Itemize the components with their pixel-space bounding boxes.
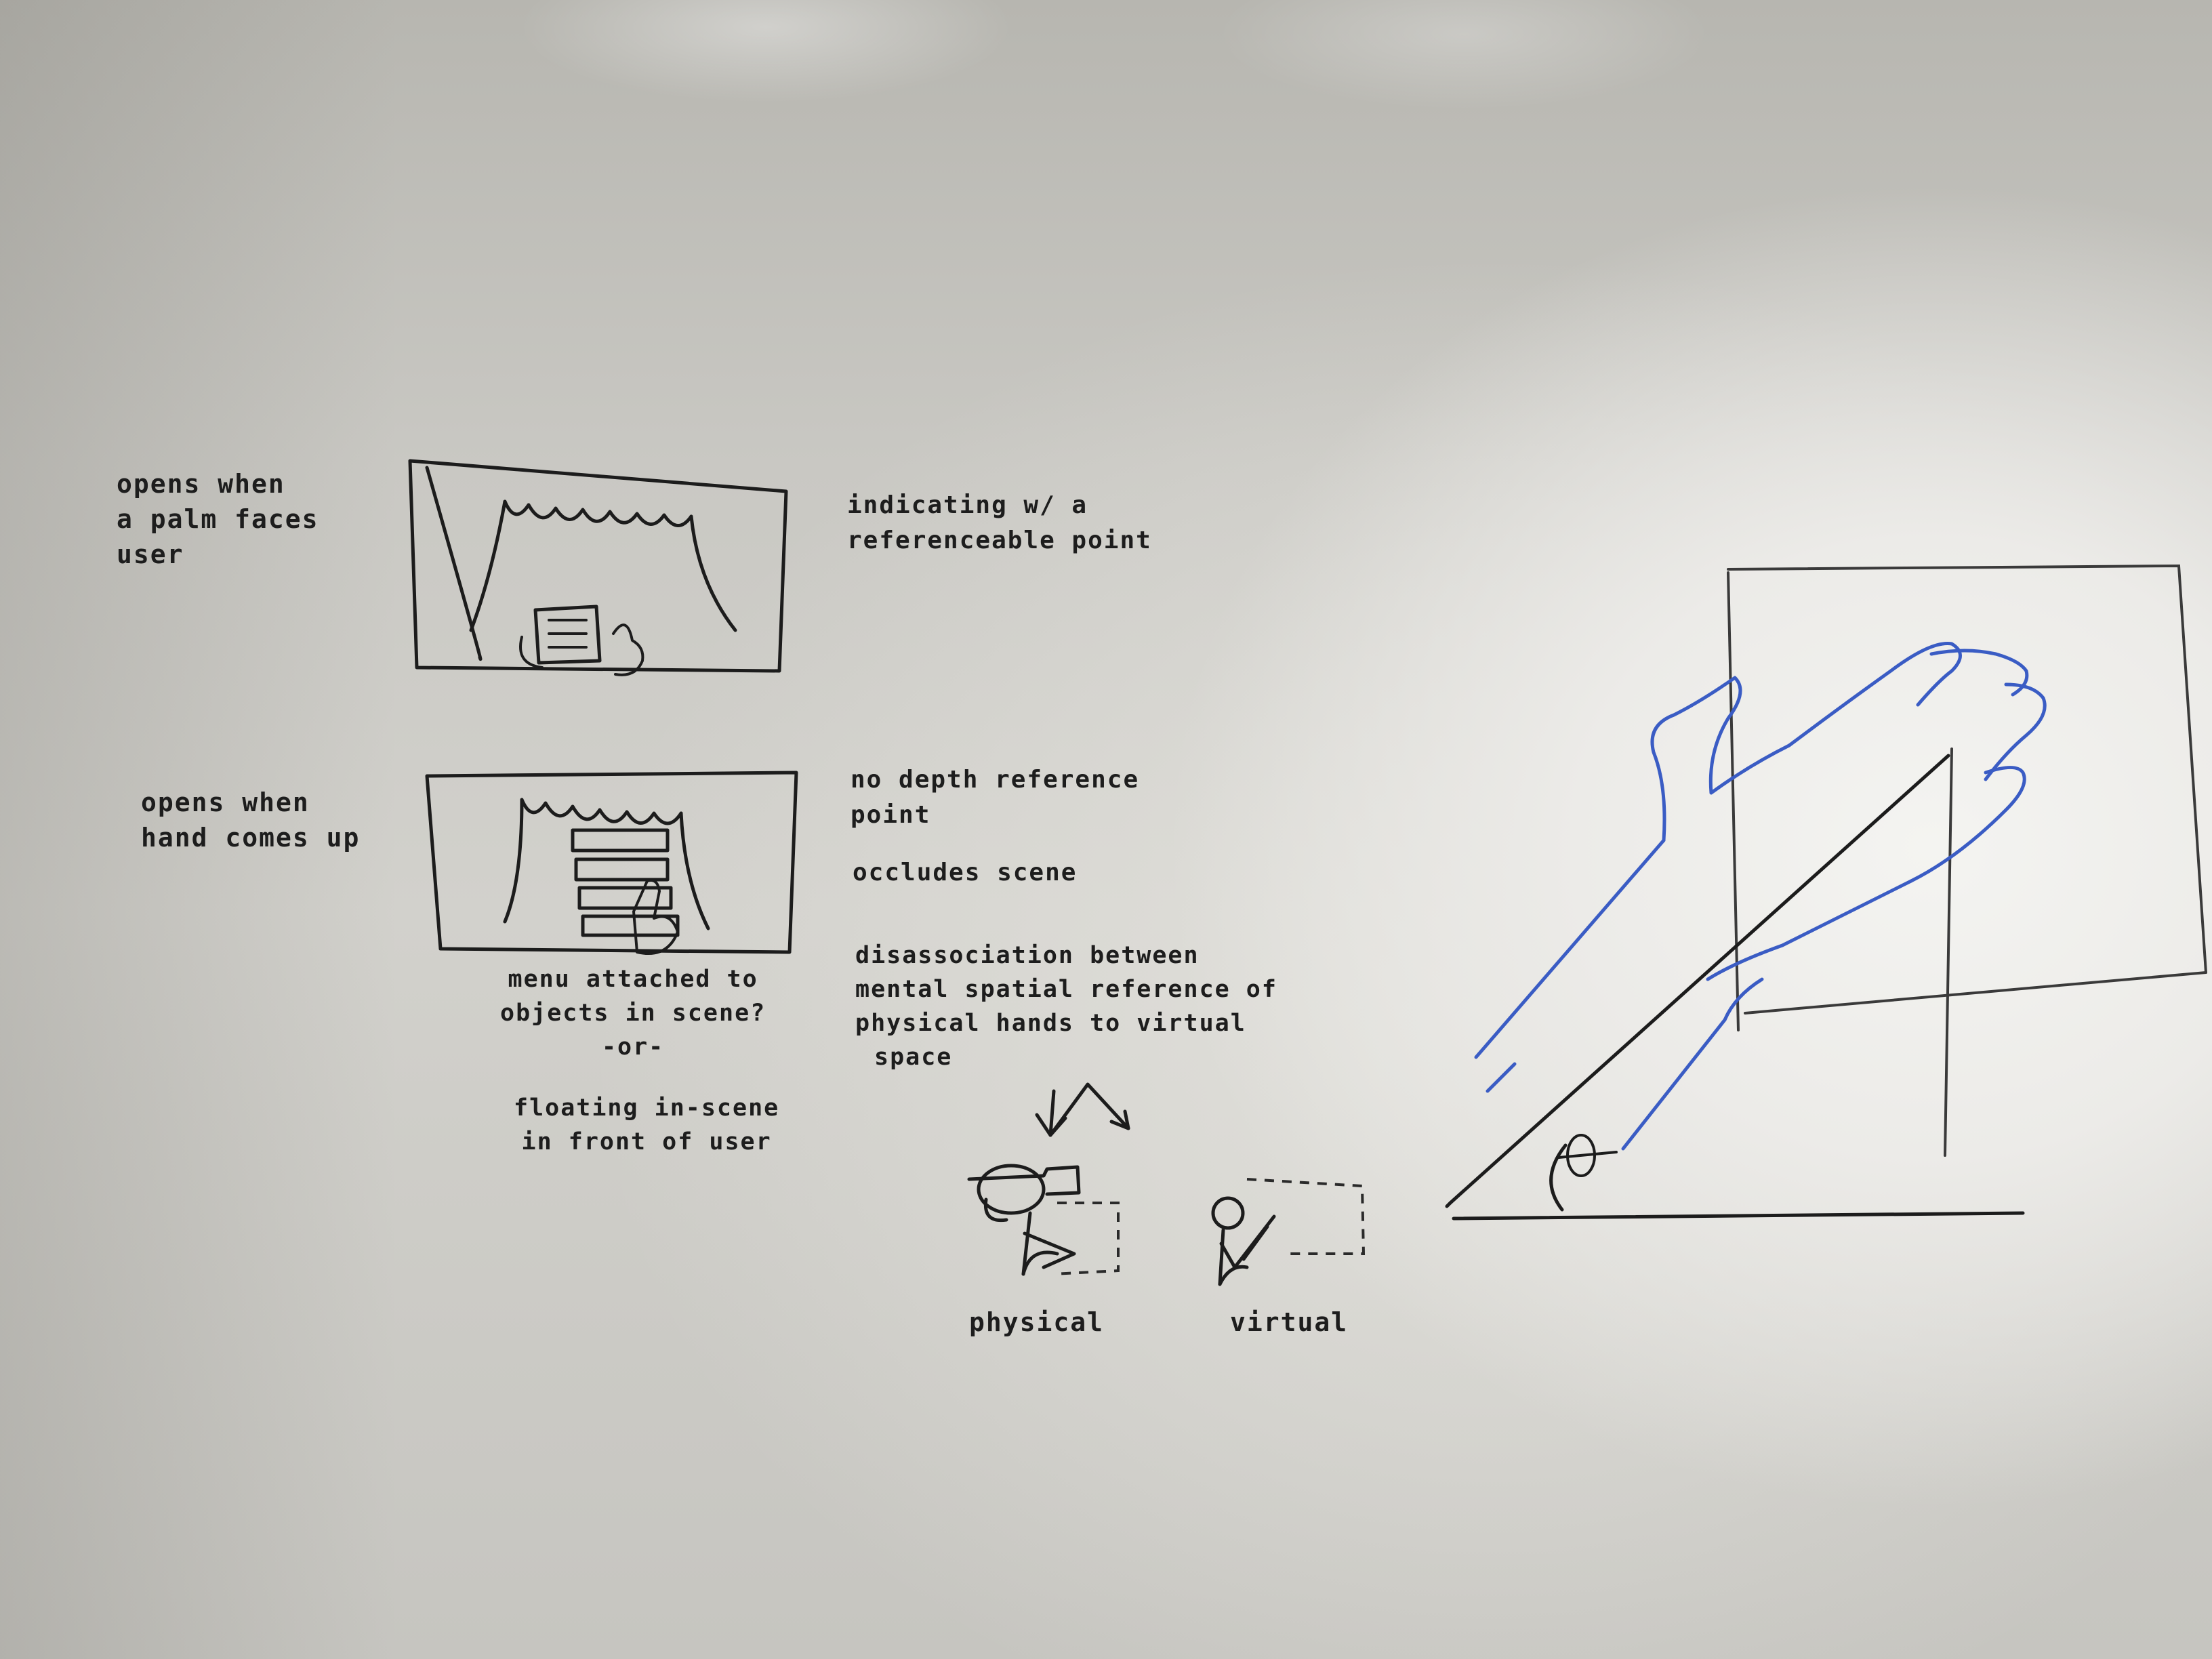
- note-line: opens when: [117, 469, 285, 499]
- note-line: user: [117, 539, 184, 569]
- note-line: menu attached to: [508, 966, 758, 993]
- note-no-depth: no depth reference point: [851, 762, 1139, 833]
- physical-figure: [967, 1164, 1120, 1276]
- note-line: disassociation between: [855, 942, 1200, 969]
- note-line: indicating w/ a: [847, 491, 1088, 519]
- note-line: space: [874, 1044, 953, 1071]
- note-line: in front of user: [521, 1128, 772, 1155]
- note-line: opens when: [141, 787, 310, 817]
- note-menu-options: menu attached to objects in scene? -or-: [500, 962, 766, 1064]
- blue-hand-sketch: [1474, 642, 2047, 1151]
- note-line: no depth reference: [851, 766, 1140, 794]
- note-line: occludes scene: [853, 859, 1078, 886]
- note-opens-hand: opens when hand comes up: [141, 785, 360, 855]
- theta-symbol: θ: [1571, 1132, 1573, 1167]
- note-line: objects in scene?: [500, 1000, 766, 1027]
- note-line: a palm faces: [117, 504, 319, 534]
- note-disassociation: disassociation between mental spatial re…: [855, 939, 1277, 1074]
- note-line: physical hands to virtual: [855, 1010, 1246, 1037]
- storyboard-frame-1: [408, 459, 788, 676]
- bidirectional-arrow: [1035, 1082, 1130, 1137]
- note-indicating: indicating w/ a referenceable point: [847, 488, 1152, 558]
- label-physical: physical: [969, 1307, 1105, 1337]
- note-occludes: occludes scene: [853, 855, 1077, 890]
- note-line: mental spatial reference of: [855, 976, 1277, 1003]
- virtual-figure: [1211, 1178, 1366, 1286]
- note-line: hand comes up: [141, 823, 361, 853]
- note-floating: floating in-scene in front of user: [514, 1091, 779, 1159]
- note-line: -or-: [601, 1033, 665, 1061]
- note-line: floating in-scene: [514, 1094, 780, 1122]
- storyboard-frame-2: [425, 771, 798, 955]
- note-line: referenceable point: [847, 527, 1152, 554]
- note-opens-palm: opens when a palm faces user: [117, 466, 319, 572]
- perspective-diagram: [1445, 564, 2207, 1221]
- note-line: point: [851, 801, 931, 829]
- label-virtual: virtual: [1230, 1307, 1349, 1337]
